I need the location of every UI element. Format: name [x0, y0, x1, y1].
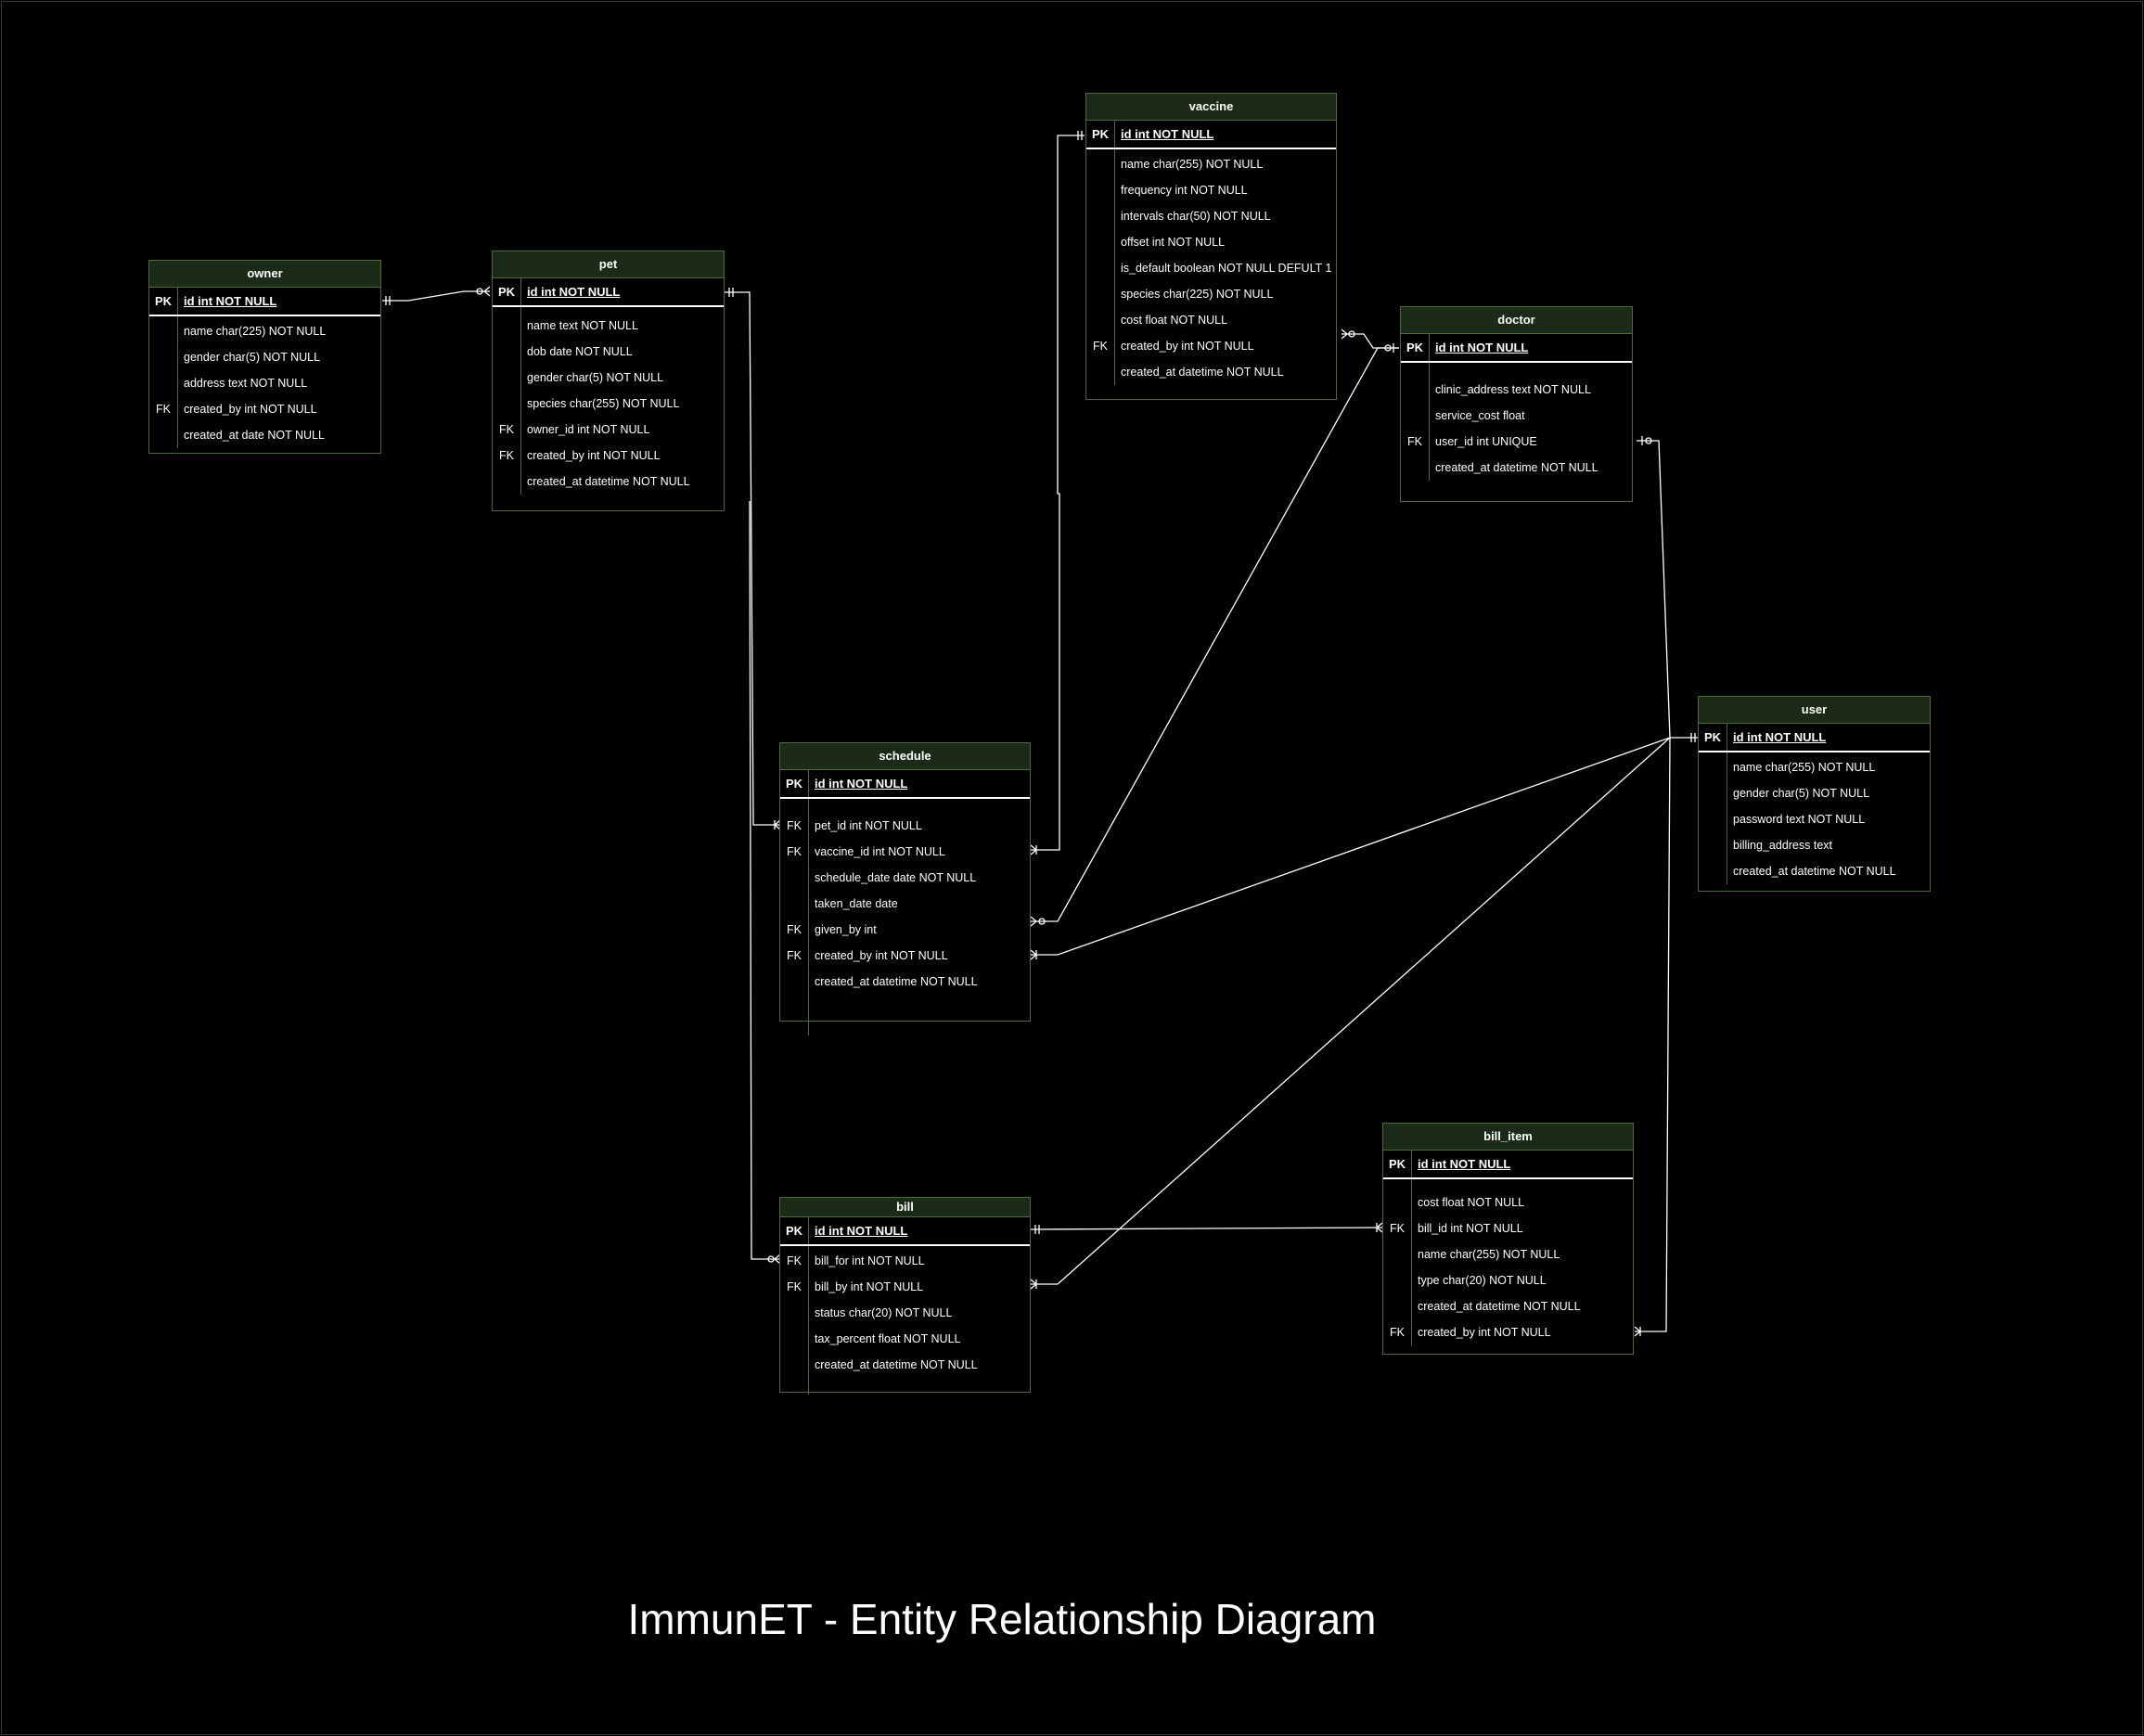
field-list: clinic_address text NOT NULL service_cos…	[1401, 363, 1632, 481]
field-row: gender char(5) NOT NULL	[527, 371, 664, 384]
field-row: is_default boolean NOT NULL DEFULT 1	[1121, 262, 1332, 275]
entity-bill-item[interactable]: bill_item PK id int NOT NULL cost float …	[1382, 1123, 1634, 1355]
pk-row: PK id int NOT NULL	[1401, 334, 1632, 363]
pk-label: PK	[497, 285, 516, 299]
field-row: schedule_date date NOT NULL	[815, 871, 977, 884]
entity-doctor[interactable]: doctor PK id int NOT NULL clinic_address…	[1400, 306, 1633, 502]
field-row: offset int NOT NULL	[1121, 236, 1226, 249]
field-row: name char(255) NOT NULL	[1733, 761, 1876, 774]
field-row: created_at datetime NOT NULL	[815, 975, 978, 988]
pk-label: PK	[1091, 127, 1110, 141]
pk-row: PK id int NOT NULL	[780, 1217, 1030, 1246]
pk-field: id int NOT NULL	[1733, 730, 1827, 744]
entity-title: doctor	[1401, 307, 1632, 334]
pk-label: PK	[1406, 341, 1424, 354]
field-row: gender char(5) NOT NULL	[1733, 787, 1870, 800]
field-row: name char(255) NOT NULL	[1121, 158, 1264, 171]
entity-title: bill_item	[1383, 1124, 1633, 1151]
field-row: dob date NOT NULL	[527, 345, 633, 358]
field-row: password text NOT NULL	[1733, 813, 1866, 826]
pk-field: id int NOT NULL	[184, 294, 277, 308]
entity-title: owner	[149, 261, 380, 288]
field-row: created_at date NOT NULL	[184, 429, 325, 442]
field-row: created_at datetime NOT NULL	[1418, 1300, 1581, 1313]
pk-field: id int NOT NULL	[1121, 127, 1214, 141]
entity-title: bill	[780, 1198, 1030, 1217]
pk-label: PK	[785, 1224, 803, 1238]
field-row: created_at datetime NOT NULL	[527, 475, 690, 488]
entity-vaccine[interactable]: vaccine PK id int NOT NULL name char(255…	[1085, 93, 1337, 400]
field-row: species char(225) NOT NULL	[1121, 288, 1274, 301]
field-row: created_at datetime NOT NULL	[815, 1358, 978, 1371]
field-row: cost float NOT NULL	[1418, 1196, 1525, 1209]
field-row: gender char(5) NOT NULL	[184, 351, 321, 364]
field-row: cost float NOT NULL	[1121, 314, 1228, 327]
entity-pet[interactable]: pet PK id int NOT NULL name text NOT NUL…	[492, 251, 725, 511]
pk-field: id int NOT NULL	[815, 1224, 908, 1238]
field-row: service_cost float	[1435, 409, 1525, 422]
field-row: species char(255) NOT NULL	[527, 397, 680, 410]
field-row: name char(225) NOT NULL	[184, 325, 327, 338]
entity-owner[interactable]: owner PK id int NOT NULL name char(225) …	[148, 260, 381, 454]
field-row: taken_date date	[815, 897, 898, 910]
pk-row: PK id int NOT NULL	[780, 770, 1030, 799]
entity-user[interactable]: user PK id int NOT NULL name char(255) N…	[1698, 696, 1931, 892]
pk-row: PK id int NOT NULL	[1699, 724, 1930, 752]
field-row: name char(255) NOT NULL	[1418, 1248, 1560, 1261]
field-list: name char(255) NOT NULL gender char(5) N…	[1699, 752, 1930, 884]
pk-field: id int NOT NULL	[527, 285, 621, 299]
pk-field: id int NOT NULL	[815, 777, 908, 791]
entity-title: vaccine	[1086, 94, 1336, 121]
field-row: created_at datetime NOT NULL	[1435, 461, 1598, 474]
field-row: address text NOT NULL	[184, 377, 308, 390]
field-list: name text NOT NULL dob date NOT NULL gen…	[493, 307, 724, 495]
pk-row: PK id int NOT NULL	[1383, 1151, 1633, 1179]
pk-label: PK	[785, 777, 803, 791]
field-row: created_at datetime NOT NULL	[1121, 366, 1284, 379]
pk-label: PK	[154, 294, 173, 308]
diagram-title: ImmunET - Entity Relationship Diagram	[627, 1595, 1377, 1643]
entity-title: schedule	[780, 743, 1030, 770]
field-row: created_at datetime NOT NULL	[1733, 865, 1896, 878]
entity-title: pet	[493, 251, 724, 278]
pk-field: id int NOT NULL	[1418, 1157, 1511, 1171]
entity-title: user	[1699, 697, 1930, 724]
pk-label: PK	[1388, 1157, 1406, 1171]
pk-field: id int NOT NULL	[1435, 341, 1529, 354]
pk-label: PK	[1703, 730, 1722, 744]
pk-row: PK id int NOT NULL	[493, 278, 724, 307]
pk-row: PK id int NOT NULL	[1086, 121, 1336, 149]
field-list: name char(225) NOT NULL gender char(5) N…	[149, 316, 380, 448]
field-list: name char(255) NOT NULL frequency int NO…	[1086, 149, 1336, 385]
field-row: name text NOT NULL	[527, 319, 638, 332]
field-row: intervals char(50) NOT NULL	[1121, 210, 1271, 223]
field-row: frequency int NOT NULL	[1121, 184, 1248, 197]
field-row: billing_address text	[1733, 839, 1833, 852]
field-row: tax_percent float NOT NULL	[815, 1332, 961, 1345]
field-row: clinic_address text NOT NULL	[1435, 383, 1591, 396]
pk-row: PK id int NOT NULL	[149, 288, 380, 316]
field-row: type char(20) NOT NULL	[1418, 1274, 1547, 1287]
field-row: status char(20) NOT NULL	[815, 1306, 953, 1319]
